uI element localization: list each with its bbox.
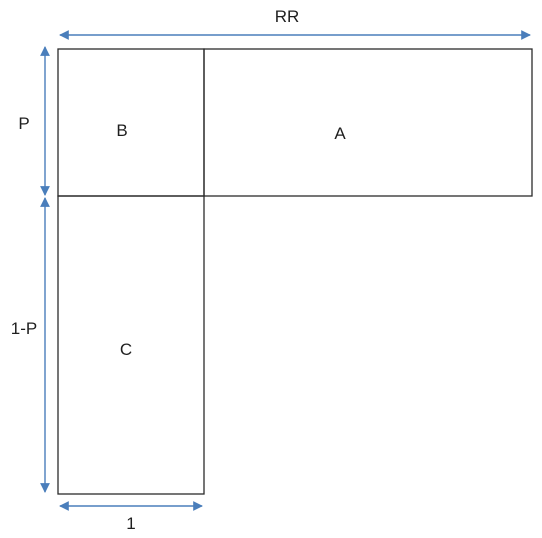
region-b-box [57,48,205,197]
region-b-label: B [116,121,127,140]
top-width-label: RR [275,7,300,26]
region-c-label: C [120,340,132,359]
region-a-box [203,48,533,197]
region-c-box [57,195,205,495]
region-a-label: A [334,124,346,143]
left-lower-height-label: 1-P [11,319,37,338]
left-upper-height-label: P [18,114,29,133]
bottom-width-label: 1 [126,514,135,533]
